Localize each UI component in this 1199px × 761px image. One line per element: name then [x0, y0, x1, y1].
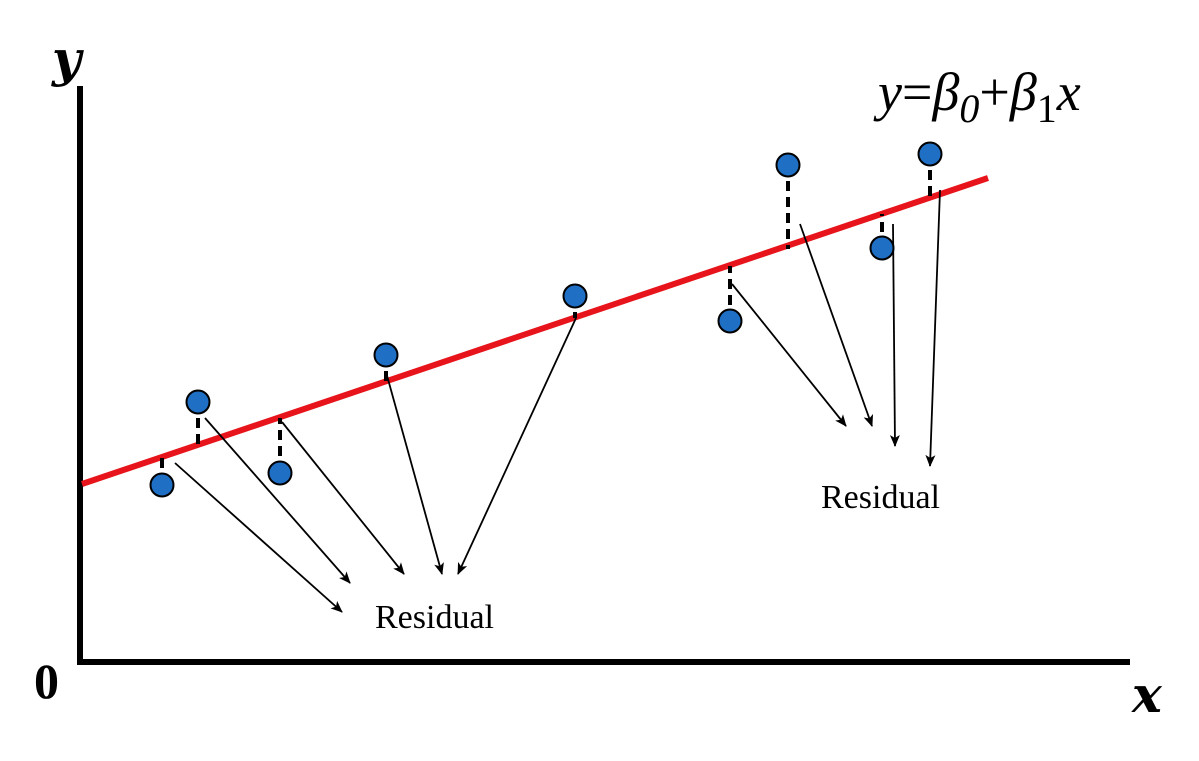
data-point [267, 460, 293, 486]
arrow [281, 421, 405, 575]
regression-equation: y=β0+β1x [873, 62, 1081, 131]
arrow [204, 417, 351, 584]
data-point [185, 389, 211, 415]
eq-y: y [873, 62, 902, 122]
eq-plus: + [979, 62, 1009, 122]
data-point [717, 308, 743, 334]
arrow [889, 223, 900, 447]
eq-equals: = [902, 62, 932, 122]
x-axis-label: x [1131, 665, 1163, 724]
residual-label-right: Residual [821, 479, 940, 516]
arrow [799, 223, 874, 427]
eq-x: x [1056, 62, 1081, 122]
residual-segments [160, 154, 932, 484]
data-point [775, 152, 801, 178]
arrow [457, 317, 577, 575]
arrow [925, 189, 941, 467]
data-points [149, 141, 943, 498]
data-point [562, 283, 588, 309]
data-point [373, 342, 399, 368]
eq-sub-1: 1 [1037, 86, 1057, 131]
eq-sub-0: 0 [959, 86, 979, 131]
residual-arrows [174, 189, 941, 613]
y-axis-label: y [51, 29, 84, 88]
eq-beta-0: β [931, 62, 959, 122]
arrow [731, 283, 847, 427]
eq-beta-1: β [1009, 62, 1037, 122]
arrow [174, 462, 343, 613]
data-point [917, 141, 943, 167]
regression-line [81, 175, 989, 487]
data-point [149, 472, 175, 498]
origin-label: 0 [34, 653, 59, 709]
residual-label-left: Residual [375, 599, 494, 636]
arrow [385, 371, 444, 575]
data-point [869, 235, 895, 261]
